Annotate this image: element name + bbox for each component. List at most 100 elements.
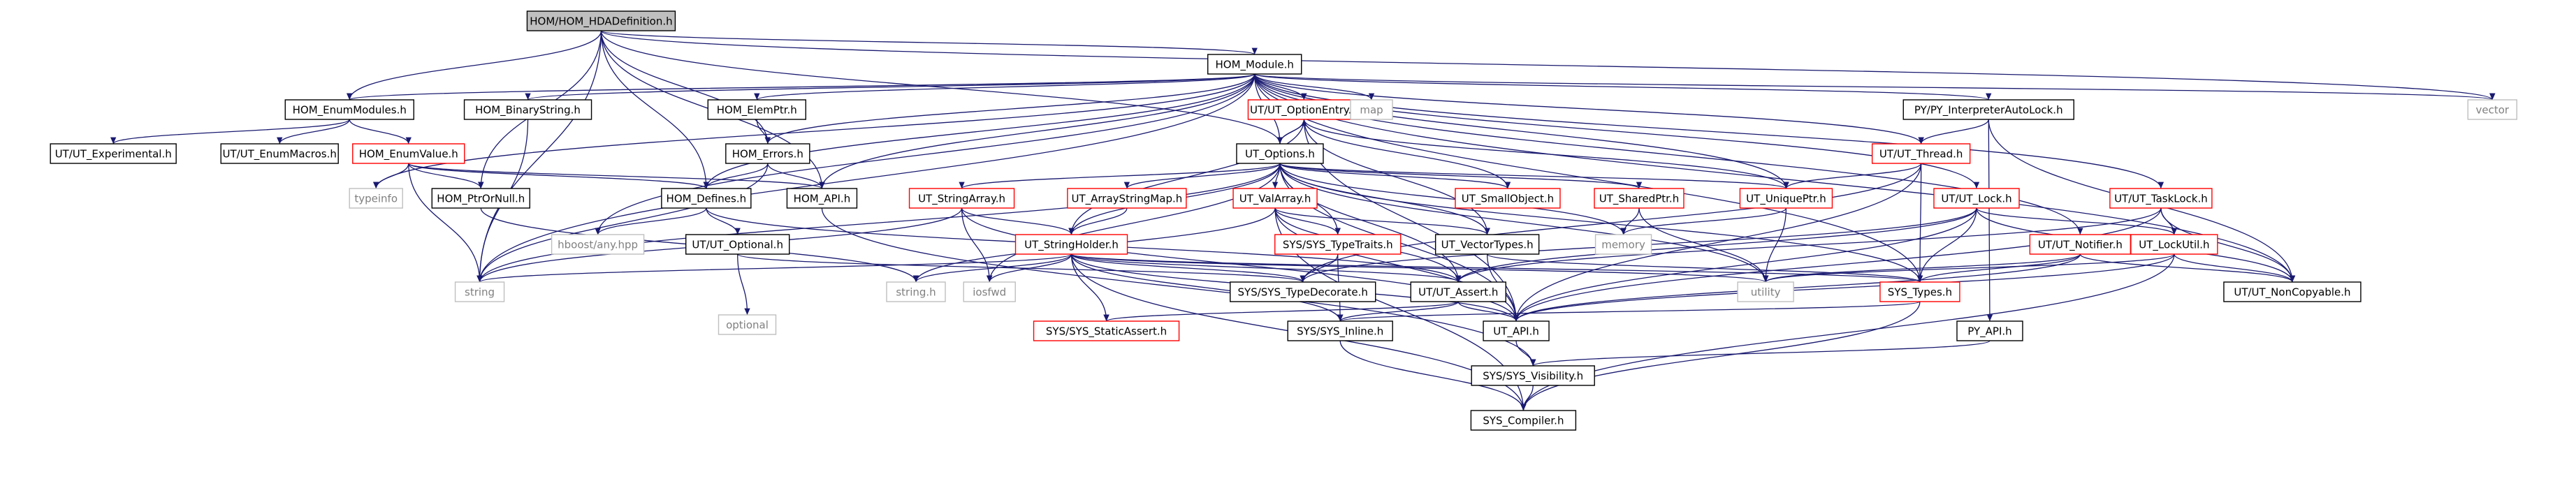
node-sys-compiler[interactable]: SYS_Compiler.h [1470, 410, 1577, 431]
node-hom-module[interactable]: HOM_Module.h [1207, 54, 1302, 75]
node-hom-binary-string[interactable]: HOM_BinaryString.h [463, 99, 592, 120]
edge-ut_lock-to-ut_lock_util [1976, 207, 2177, 235]
edge-ut_lock-to-sys_types [1916, 207, 1977, 283]
edge-ut_notifier-to-sys_types [1916, 253, 2081, 283]
node-ut-shared-ptr[interactable]: UT_SharedPtr.h [1594, 188, 1684, 209]
node-ut-thread[interactable]: UT/UT_Thread.h [1871, 143, 1971, 164]
node-box [718, 314, 777, 335]
node-py-interpreter-autolock[interactable]: PY/PY_InterpreterAutoLock.h [1902, 99, 2074, 120]
node-label: UT_API.h [1493, 325, 1539, 339]
node-label: SYS/SYS_Inline.h [1297, 325, 1383, 339]
node-label: UT_StringArray.h [918, 193, 1005, 206]
node-sys-inline[interactable]: SYS/SYS_Inline.h [1287, 320, 1393, 341]
node-ut-string-array[interactable]: UT_StringArray.h [908, 188, 1015, 209]
edge-ut_lock_util-to-ut_non_copyable [2174, 253, 2296, 283]
node-sys-type-traits[interactable]: SYS/SYS_TypeTraits.h [1274, 234, 1402, 255]
node-py-api[interactable]: PY_API.h [1956, 320, 2023, 341]
node-ut-unique-ptr[interactable]: UT_UniquePtr.h [1739, 188, 1833, 209]
node-ut-lock-util[interactable]: UT_LockUtil.h [2130, 234, 2218, 255]
node-box [1879, 281, 1960, 302]
node-sys-visibility[interactable]: SYS/SYS_Visibility.h [1471, 365, 1595, 386]
node-sys-static-assert[interactable]: SYS/SYS_StaticAssert.h [1033, 320, 1180, 341]
edge-ut_vector_types-to-sys_types [1487, 253, 1923, 283]
node-label: HOM_EnumModules.h [293, 104, 407, 117]
node-ut-val-array[interactable]: UT_ValArray.h [1232, 188, 1318, 209]
node-string: string [454, 281, 505, 302]
node-hom-enum-value[interactable]: HOM_EnumValue.h [352, 143, 465, 164]
node-label: UT/UT_Assert.h [1418, 286, 1498, 300]
node-label: UT/UT_NonCopyable.h [2234, 286, 2350, 300]
edge-hom_enum_value-to-hom_ptr_or_null [408, 163, 484, 189]
node-box [2130, 234, 2218, 255]
node-box [2029, 234, 2132, 255]
edge-ut_array_string_map-to-ut_string_holder [1068, 207, 1128, 235]
node-sys-type-decorate[interactable]: SYS/SYS_TypeDecorate.h [1230, 281, 1376, 302]
node-label: UT/UT_TaskLock.h [2114, 193, 2208, 206]
node-hom-defines[interactable]: HOM_Defines.h [661, 188, 752, 209]
node-sys-types[interactable]: SYS_Types.h [1879, 281, 1960, 302]
node-label: UT/UT_Lock.h [1941, 193, 2011, 206]
node-box [526, 10, 676, 31]
node-ut-experimental[interactable]: UT/UT_Experimental.h [50, 143, 177, 164]
node-box [349, 188, 403, 209]
edge-ut_val_array-to-sys_type_traits [1274, 207, 1341, 235]
node-ut-notifier[interactable]: UT/UT_Notifier.h [2029, 234, 2132, 255]
node-ut-options[interactable]: UT_Options.h [1236, 143, 1324, 164]
node-box [1483, 320, 1550, 341]
node-box [284, 99, 414, 120]
edge-sys_inline-to-sys_compiler [1339, 340, 1527, 411]
node-ut-api[interactable]: UT_API.h [1483, 320, 1550, 341]
edge-hom_module-to-hom_enum_modules [347, 73, 1256, 101]
edge-root-to-hom_enum_modules [347, 30, 602, 101]
edge-ut_thread-to-ut_unique_ptr [1783, 163, 1922, 189]
node-map: map [1350, 99, 1393, 120]
node-string-h: string.h [886, 281, 946, 302]
edge-ut_lock_util-to-sys_compiler [1520, 253, 2175, 411]
edge-ut_options-to-ut_option_entry [1279, 119, 1307, 145]
node-label: SYS/SYS_TypeDecorate.h [1238, 286, 1368, 300]
node-ut-lock[interactable]: UT/UT_Lock.h [1933, 188, 2020, 209]
node-ut-optional[interactable]: UT/UT_Optional.h [685, 234, 790, 255]
edge-ut_options-to-ut_string_array [959, 163, 1281, 189]
node-box [1737, 281, 1794, 302]
edge-ut_unique_ptr-to-memory [1620, 207, 1787, 235]
edge-ut_option_entry-to-ut_small_object [1303, 119, 1511, 189]
edge-ut_task_lock-to-ut_non_copyable [2160, 207, 2296, 283]
node-ut-small-object[interactable]: UT_SmallObject.h [1455, 188, 1561, 209]
node-label: string.h [896, 286, 936, 299]
node-box [1902, 99, 2074, 120]
node-hom-enum-modules[interactable]: HOM_EnumModules.h [284, 99, 414, 120]
node-box [463, 99, 592, 120]
edge-ut_lock-to-ut_api [1513, 207, 1977, 322]
node-box [725, 143, 810, 164]
edge-py_interpreter_autolock-to-ut_thread [1918, 119, 1989, 145]
node-vector: vector [2467, 99, 2518, 120]
node-ut-option-entry[interactable]: UT/UT_OptionEntry.h [1247, 99, 1361, 120]
node-label: HOM_EnumValue.h [359, 148, 458, 161]
edge-ut_optional-to-optional [737, 253, 750, 316]
edge-root-to-ut_options [600, 30, 1283, 145]
node-ut-task-lock[interactable]: UT/UT_TaskLock.h [2109, 188, 2213, 209]
node-label: HOM_Errors.h [732, 148, 803, 161]
node-box [352, 143, 465, 164]
node-label: SYS/SYS_Visibility.h [1483, 370, 1583, 383]
node-hom-errors[interactable]: HOM_Errors.h [725, 143, 810, 164]
node-ut-non-copyable[interactable]: UT/UT_NonCopyable.h [2223, 281, 2362, 302]
node-label: HOM/HOM_HDADefinition.h [530, 15, 672, 29]
node-box [963, 281, 1016, 302]
node-ut-string-holder[interactable]: UT_StringHolder.h [1014, 234, 1128, 255]
node-label: utility [1751, 286, 1781, 299]
node-ut-assert[interactable]: UT/UT_Assert.h [1410, 281, 1506, 302]
node-hom-ptr-or-null[interactable]: HOM_PtrOrNull.h [431, 188, 530, 209]
node-ut-enum-macros[interactable]: UT/UT_EnumMacros.h [220, 143, 339, 164]
edge-ut_optional-to-sys_type_decorate [737, 253, 1306, 283]
node-root[interactable]: HOM/HOM_HDADefinition.h [526, 10, 676, 31]
node-ut-vector-types[interactable]: UT_VectorTypes.h [1434, 234, 1540, 255]
node-box [1232, 188, 1318, 209]
node-ut-array-string-map[interactable]: UT_ArrayStringMap.h [1067, 188, 1187, 209]
node-label: PY_API.h [1967, 325, 2011, 339]
node-box [1067, 188, 1187, 209]
node-hom-elem-ptr[interactable]: HOM_ElemPtr.h [707, 99, 806, 120]
node-box [661, 188, 752, 209]
node-hom-api[interactable]: HOM_API.h [786, 188, 858, 209]
